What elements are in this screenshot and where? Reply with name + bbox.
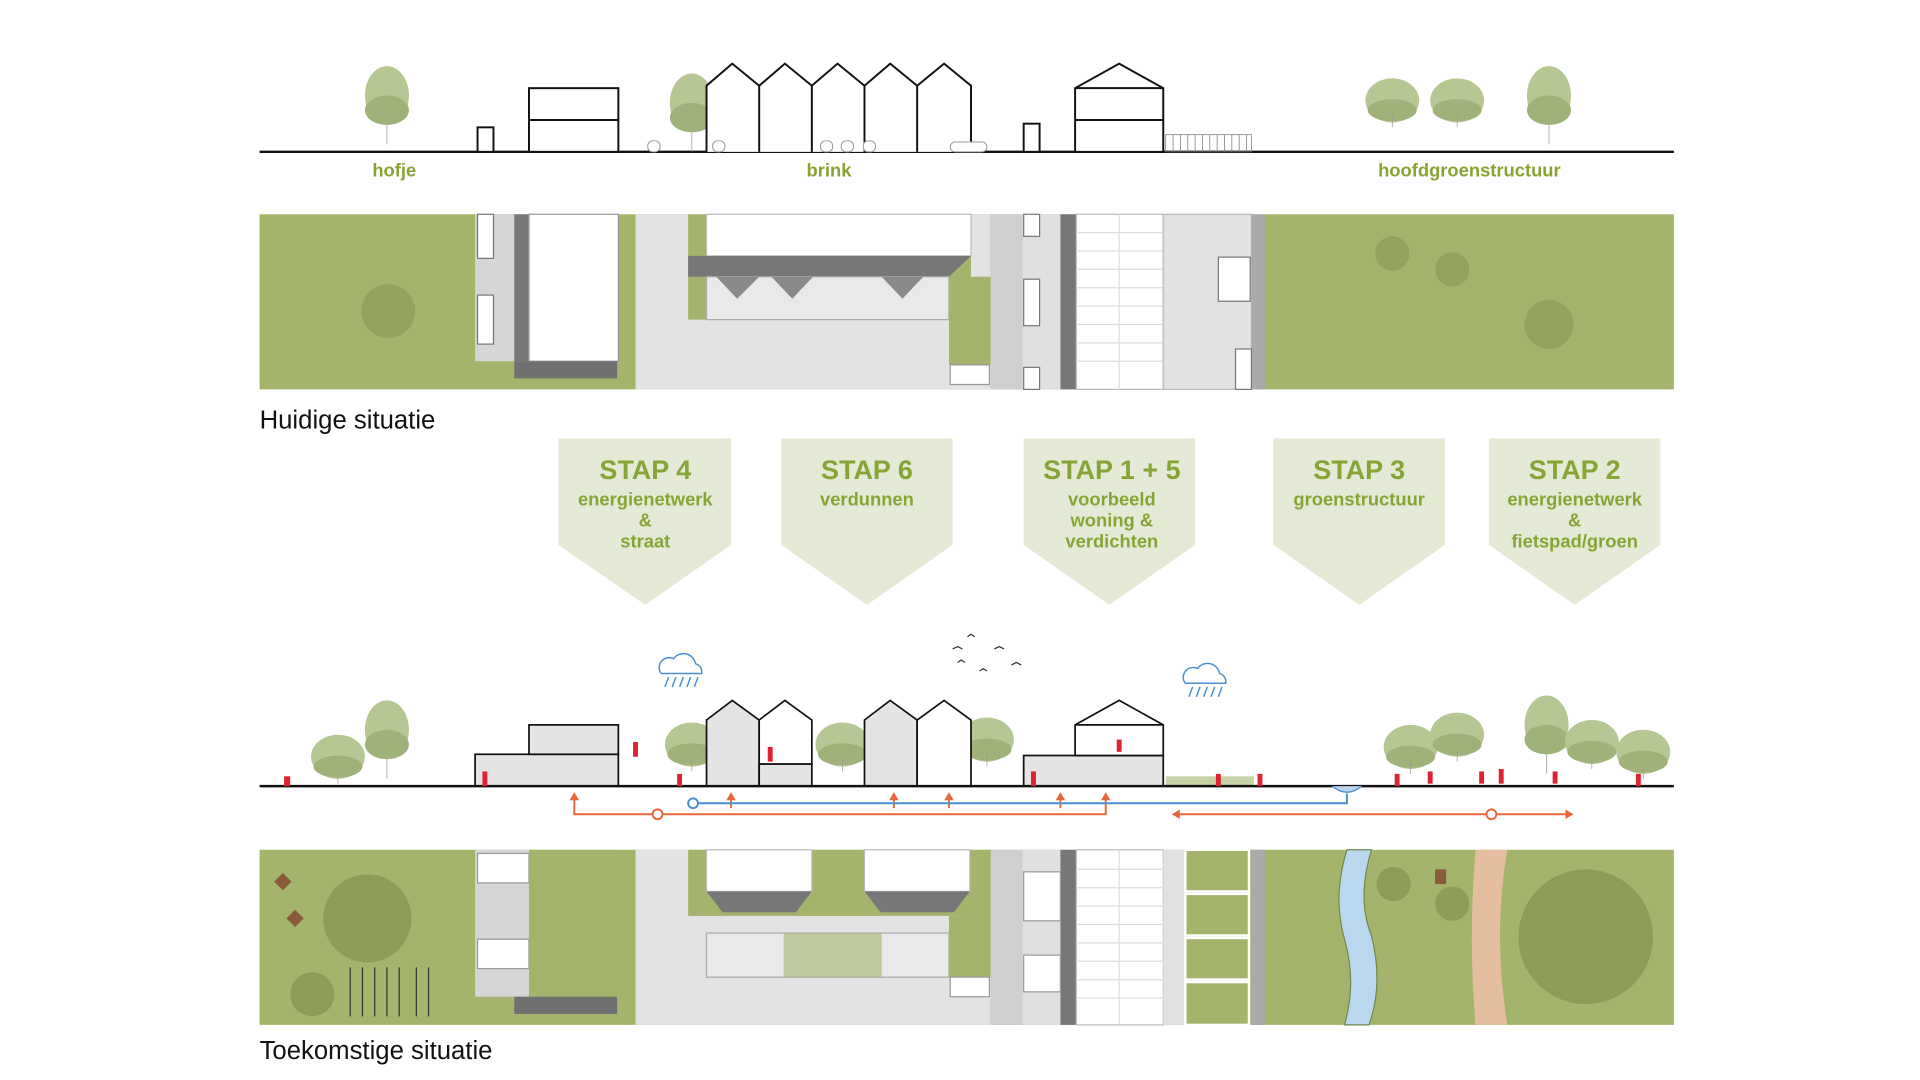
tree-icon bbox=[1364, 78, 1420, 128]
tree-icon bbox=[815, 722, 870, 772]
birds-icon bbox=[952, 633, 1022, 672]
step-1-5-banner: STAP 1 + 5 voorbeeld woning & verdichten bbox=[1023, 438, 1196, 605]
step-line: voorbeeld bbox=[1068, 489, 1156, 510]
tree-icon bbox=[310, 734, 366, 785]
people-icons bbox=[284, 739, 1641, 787]
caption-current-situation: Huidige situatie bbox=[260, 407, 436, 435]
tree-icon bbox=[1383, 724, 1438, 775]
rain-cloud-icon bbox=[658, 652, 703, 688]
energy-node-icon bbox=[1485, 808, 1498, 821]
step-title: STAP 6 bbox=[821, 455, 913, 485]
step-3-banner: STAP 3 groenstructuur bbox=[1273, 438, 1445, 605]
step-line: & bbox=[639, 510, 652, 531]
step-6-banner: STAP 6 verdunnen bbox=[781, 438, 953, 605]
rain-cloud-icon bbox=[1182, 662, 1227, 697]
current-plan bbox=[259, 213, 1674, 391]
step-2-banner: STAP 2 energienetwerk & fietspad/groen bbox=[1488, 438, 1661, 605]
future-plan bbox=[259, 848, 1674, 1027]
step-title: STAP 3 bbox=[1313, 455, 1405, 485]
future-elevation bbox=[259, 633, 1674, 821]
tree-icon bbox=[364, 699, 410, 780]
caption-future-situation: Toekomstige situatie bbox=[260, 1037, 493, 1065]
tree-icon bbox=[1564, 719, 1620, 770]
tree-icon bbox=[1429, 712, 1485, 762]
tree-icon bbox=[1526, 65, 1572, 146]
step-line: verdunnen bbox=[820, 489, 914, 510]
tree-icon bbox=[1523, 694, 1570, 775]
step-line: fietspad/groen bbox=[1511, 530, 1638, 551]
step-line: straat bbox=[620, 530, 670, 551]
step-line: energienetwerk bbox=[1507, 489, 1642, 510]
tree-icon bbox=[364, 65, 410, 146]
tree-icon bbox=[1615, 729, 1671, 780]
step-title: STAP 1 + 5 bbox=[1043, 455, 1180, 485]
step-title: STAP 4 bbox=[599, 455, 691, 485]
step-line: & bbox=[1568, 510, 1581, 531]
current-elevation: hofje brink hoofdgroenstructuur bbox=[259, 62, 1674, 180]
tree-icon bbox=[1429, 78, 1485, 128]
step-banners: STAP 4 energienetwerk & straat STAP 6 ve… bbox=[558, 438, 1661, 605]
section-label-hoofdgroenstructuur: hoofdgroenstructuur bbox=[1378, 159, 1561, 180]
water-node-icon bbox=[687, 797, 699, 810]
energy-node-icon bbox=[651, 808, 664, 821]
step-line: woning & bbox=[1070, 510, 1154, 531]
step-4-banner: STAP 4 energienetwerk & straat bbox=[558, 438, 732, 605]
section-label-hofje: hofje bbox=[372, 159, 416, 180]
step-line: verdichten bbox=[1065, 530, 1158, 551]
section-label-brink: brink bbox=[807, 159, 853, 180]
step-line: groenstructuur bbox=[1293, 489, 1425, 510]
energy-network bbox=[569, 792, 1574, 821]
step-title: STAP 2 bbox=[1529, 455, 1621, 485]
step-line: energienetwerk bbox=[578, 489, 713, 510]
